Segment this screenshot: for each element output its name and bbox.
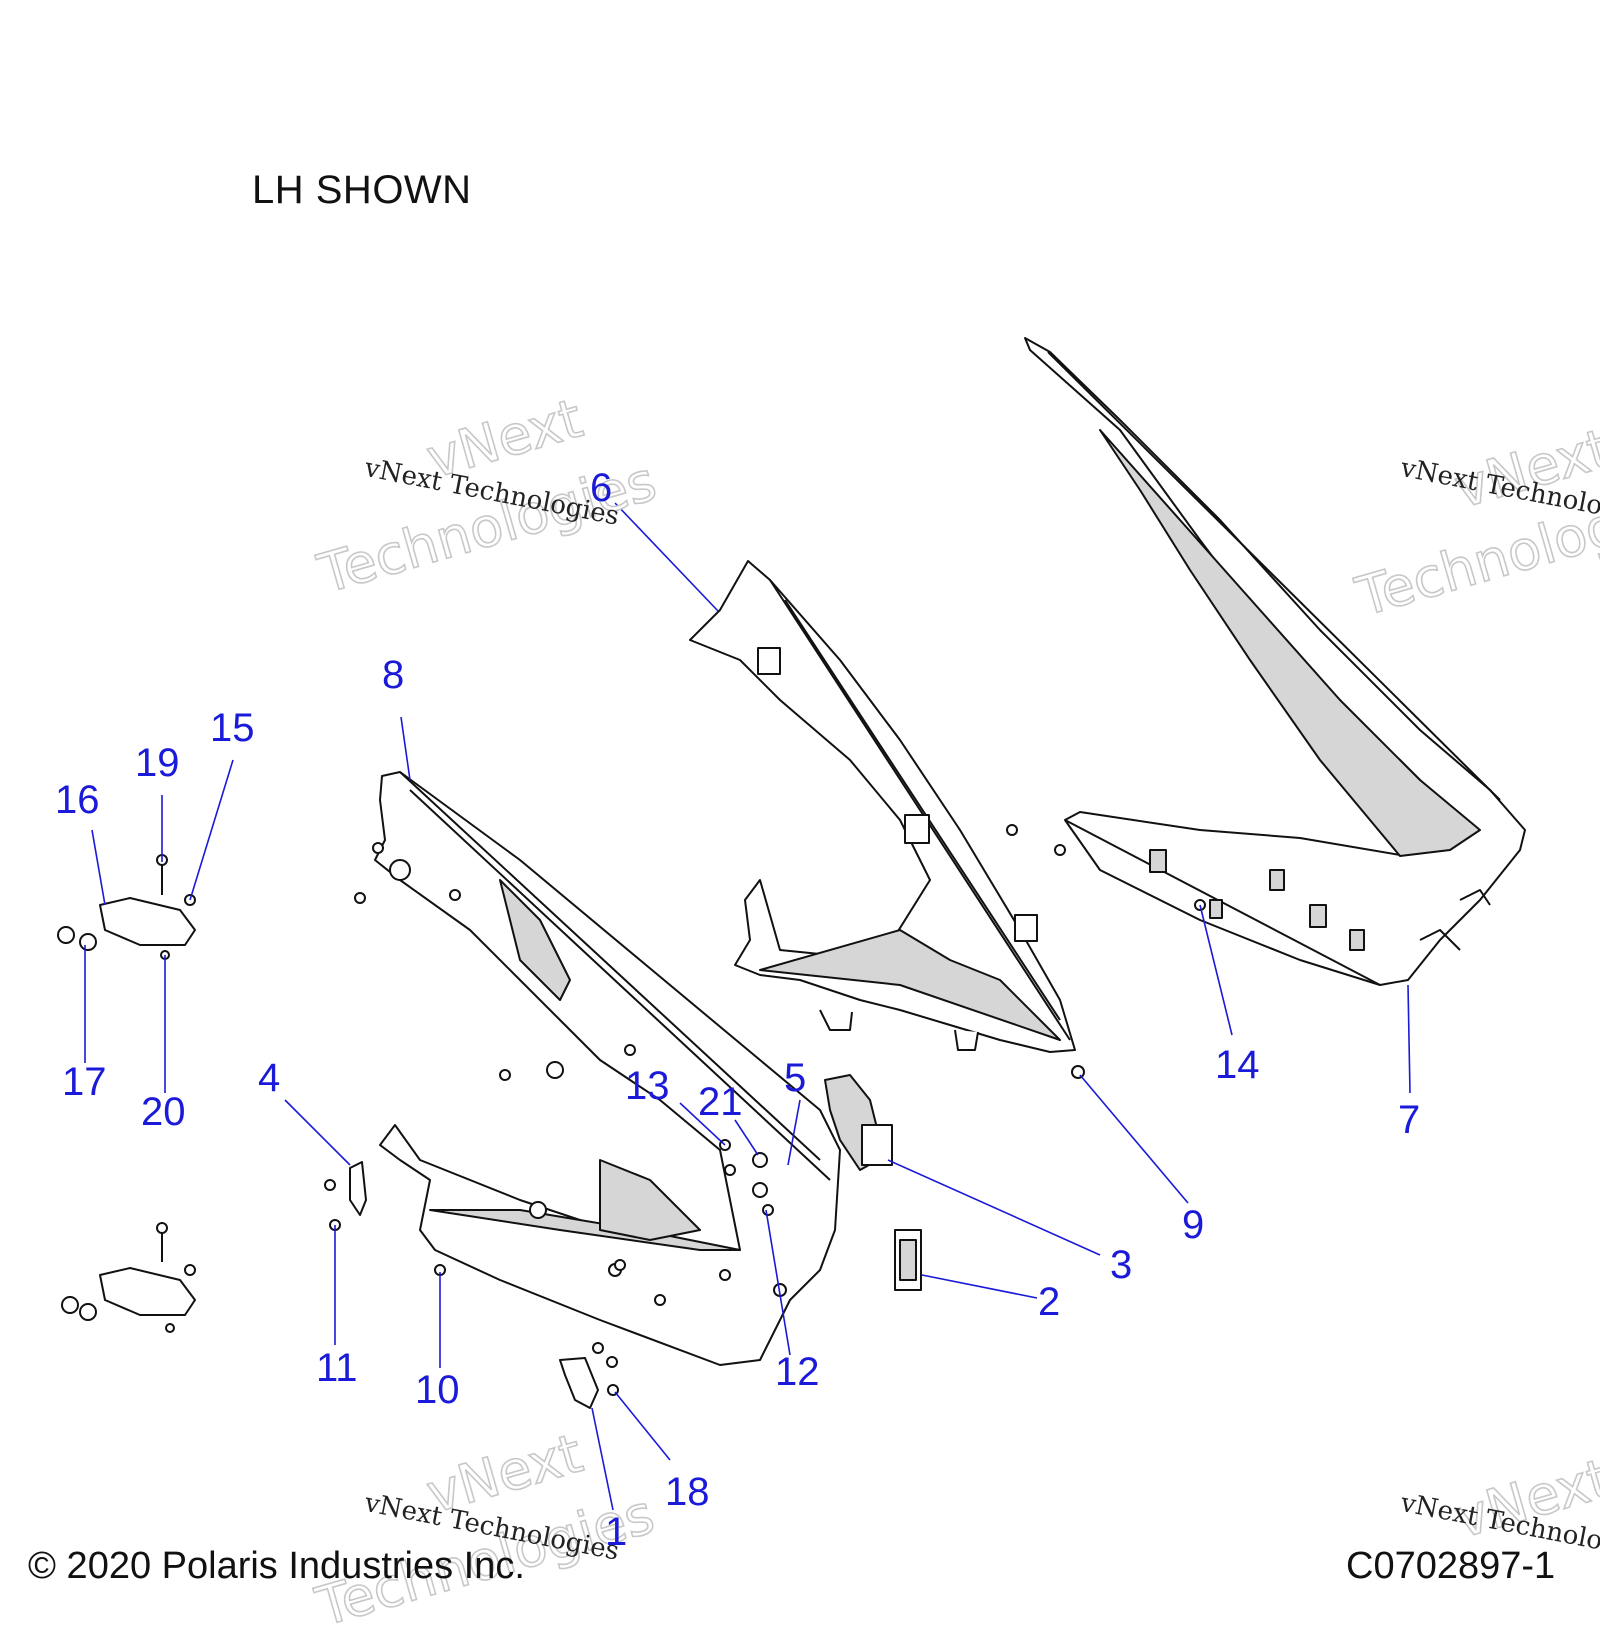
part-16-hinge-lower xyxy=(61,1222,196,1333)
part-6-upper-panel xyxy=(689,560,1076,1053)
callout-2[interactable]: 2 xyxy=(1038,1280,1061,1324)
copyright-notice: © 2020 Polaris Industries Inc. xyxy=(28,1545,525,1587)
callout-8[interactable]: 8 xyxy=(382,653,405,697)
fasteners xyxy=(324,824,1206,1396)
part-3-latch-bracket xyxy=(824,1074,893,1171)
callout-16[interactable]: 16 xyxy=(55,778,100,822)
callout-13[interactable]: 13 xyxy=(625,1064,670,1108)
callout-5[interactable]: 5 xyxy=(784,1056,807,1100)
callout-20[interactable]: 20 xyxy=(141,1090,186,1134)
callout-1[interactable]: 1 xyxy=(605,1510,628,1554)
callout-14[interactable]: 14 xyxy=(1215,1043,1260,1087)
callout-18[interactable]: 18 xyxy=(665,1470,710,1514)
part-7-side-panel xyxy=(1024,337,1526,986)
callout-21[interactable]: 21 xyxy=(698,1080,743,1124)
figure-id: C0702897-1 xyxy=(1346,1545,1556,1587)
part-16-hinge-upper xyxy=(57,854,196,960)
parts-diagram: vNext Technologies vNext Technologies vN… xyxy=(28,168,1600,1639)
part-1-lower-bracket xyxy=(559,1357,599,1409)
callout-17[interactable]: 17 xyxy=(62,1060,107,1104)
leader-lines xyxy=(84,502,1411,1511)
view-note: LH SHOWN xyxy=(252,168,472,212)
callout-12[interactable]: 12 xyxy=(775,1350,820,1394)
callout-7[interactable]: 7 xyxy=(1398,1098,1421,1142)
callout-15[interactable]: 15 xyxy=(210,706,255,750)
callout-9[interactable]: 9 xyxy=(1182,1203,1205,1247)
part-2-latch xyxy=(894,1229,922,1291)
part-8-main-frame xyxy=(374,771,841,1366)
exploded-view-drawing xyxy=(57,337,1526,1511)
callout-4[interactable]: 4 xyxy=(258,1056,281,1100)
part-4-bracket xyxy=(349,1161,367,1216)
callout-19[interactable]: 19 xyxy=(135,741,180,785)
callout-6[interactable]: 6 xyxy=(590,466,613,510)
callout-11[interactable]: 11 xyxy=(316,1346,358,1390)
callout-10[interactable]: 10 xyxy=(415,1368,460,1412)
callout-3[interactable]: 3 xyxy=(1110,1243,1133,1287)
